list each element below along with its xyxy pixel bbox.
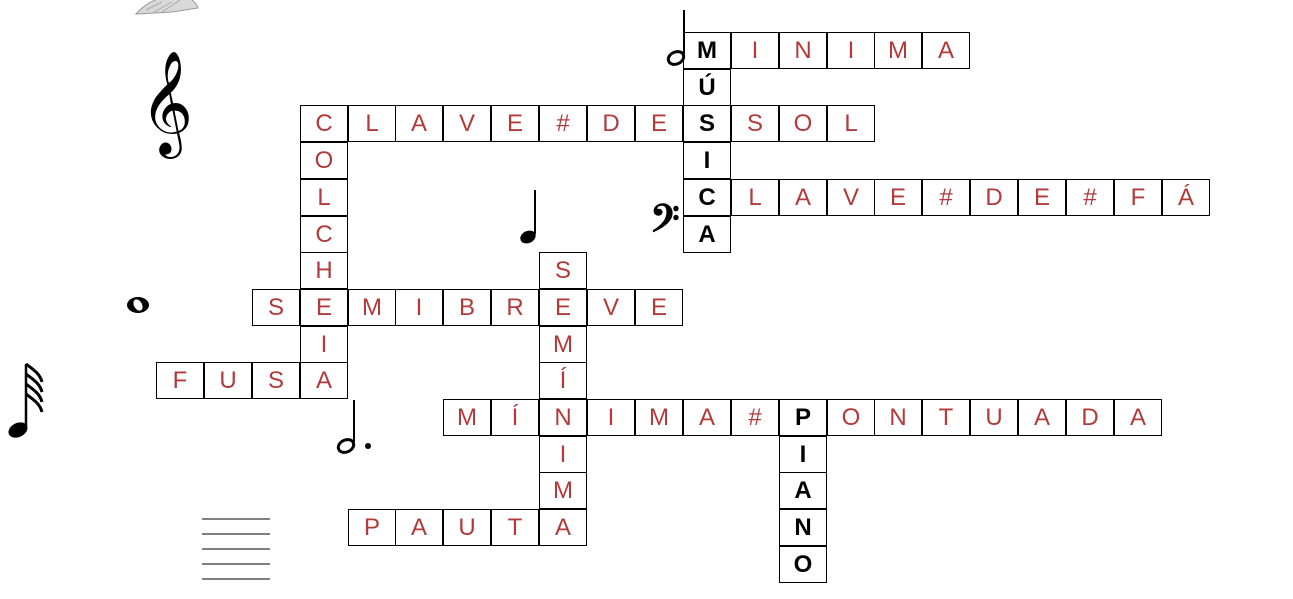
crossword-cell: A (922, 32, 970, 69)
crossword-cell: E (635, 289, 683, 326)
crossword-cell: P (348, 509, 396, 546)
crossword-cell: D (587, 105, 635, 142)
crossword-cell: C (300, 105, 348, 142)
crossword-cell: T (922, 399, 970, 436)
crossword-cell: L (827, 105, 875, 142)
crossword-cell: I (539, 436, 587, 473)
crossword-cell: H (300, 252, 348, 289)
crossword-cell: O (300, 142, 348, 179)
crossword-cell: A (683, 399, 731, 436)
crossword-cell: I (395, 289, 443, 326)
crossword-cell: E (300, 289, 348, 326)
crossword-cell: O (827, 399, 875, 436)
crossword-cell: C (300, 216, 348, 253)
crossword-cell: L (300, 179, 348, 216)
crossword-cell: D (970, 179, 1018, 216)
crossword-cell: N (539, 399, 587, 436)
crossword-cell: B (443, 289, 491, 326)
quarter-note-icon (516, 188, 542, 249)
crossword-cell: # (539, 105, 587, 142)
crossword-cell: S (252, 362, 300, 399)
crossword-cell: L (731, 179, 779, 216)
crossword-cell: O (779, 105, 827, 142)
crossword-cell: Ú (683, 69, 731, 106)
staff-icon (202, 518, 270, 591)
crossword-cell: F (156, 362, 204, 399)
crossword-cell: # (731, 399, 779, 436)
crossword-cell: P (779, 399, 827, 436)
dotted-half-note-icon (330, 396, 380, 459)
sixty-fourth-note-icon (4, 358, 50, 447)
crossword-cell: I (731, 32, 779, 69)
crossword-cell: N (779, 32, 827, 69)
crossword-cell: A (300, 362, 348, 399)
crossword-cell: A (395, 509, 443, 546)
treble-clef-icon: 𝄞 (140, 58, 193, 148)
half-note-icon (662, 8, 692, 71)
crossword-cell: I (683, 142, 731, 179)
crossword-cell: M (348, 289, 396, 326)
crossword-cell: M (539, 472, 587, 509)
crossword-cell: A (539, 509, 587, 546)
crossword-cell: I (779, 436, 827, 473)
crossword-cell: V (827, 179, 875, 216)
whole-note-icon (124, 294, 152, 319)
crossword-cell: E (1018, 179, 1066, 216)
crossword-cell: L (348, 105, 396, 142)
crossword-cell: M (874, 32, 922, 69)
crossword-cell: S (731, 105, 779, 142)
crossword-cell: S (683, 105, 731, 142)
crossword-cell: A (683, 216, 731, 253)
crossword-cell: # (1066, 179, 1114, 216)
crossword-cell: U (443, 509, 491, 546)
crossword-cell: I (827, 32, 875, 69)
crossword-cell: C (683, 179, 731, 216)
drawing-icon (132, 0, 202, 18)
crossword-cell: Á (1162, 179, 1210, 216)
crossword-cell: M (539, 326, 587, 363)
crossword-cell: U (204, 362, 252, 399)
crossword-cell: M (635, 399, 683, 436)
crossword-cell: M (443, 399, 491, 436)
crossword-cell: S (539, 252, 587, 289)
crossword-cell: A (395, 105, 443, 142)
crossword-cell: S (252, 289, 300, 326)
crossword-cell: I (587, 399, 635, 436)
crossword-cell: A (1018, 399, 1066, 436)
crossword-cell: Í (491, 399, 539, 436)
crossword-cell: E (491, 105, 539, 142)
crossword-cell: E (539, 289, 587, 326)
crossword-cell: A (779, 179, 827, 216)
crossword-cell: V (587, 289, 635, 326)
crossword-cell: N (779, 509, 827, 546)
crossword-cell: F (1114, 179, 1162, 216)
bass-clef-icon: 𝄢 (650, 200, 680, 246)
crossword-cell: I (300, 326, 348, 363)
crossword-cell: O (779, 546, 827, 583)
crossword-cell: Í (539, 362, 587, 399)
crossword-cell: T (491, 509, 539, 546)
crossword-cell: V (443, 105, 491, 142)
crossword-cell: R (491, 289, 539, 326)
crossword-cell: U (970, 399, 1018, 436)
crossword-cell: # (922, 179, 970, 216)
crossword-cell: N (874, 399, 922, 436)
crossword-cell: A (779, 472, 827, 509)
crossword-cell: D (1066, 399, 1114, 436)
crossword-cell: A (1114, 399, 1162, 436)
crossword-cell: E (635, 105, 683, 142)
crossword-cell: E (874, 179, 922, 216)
